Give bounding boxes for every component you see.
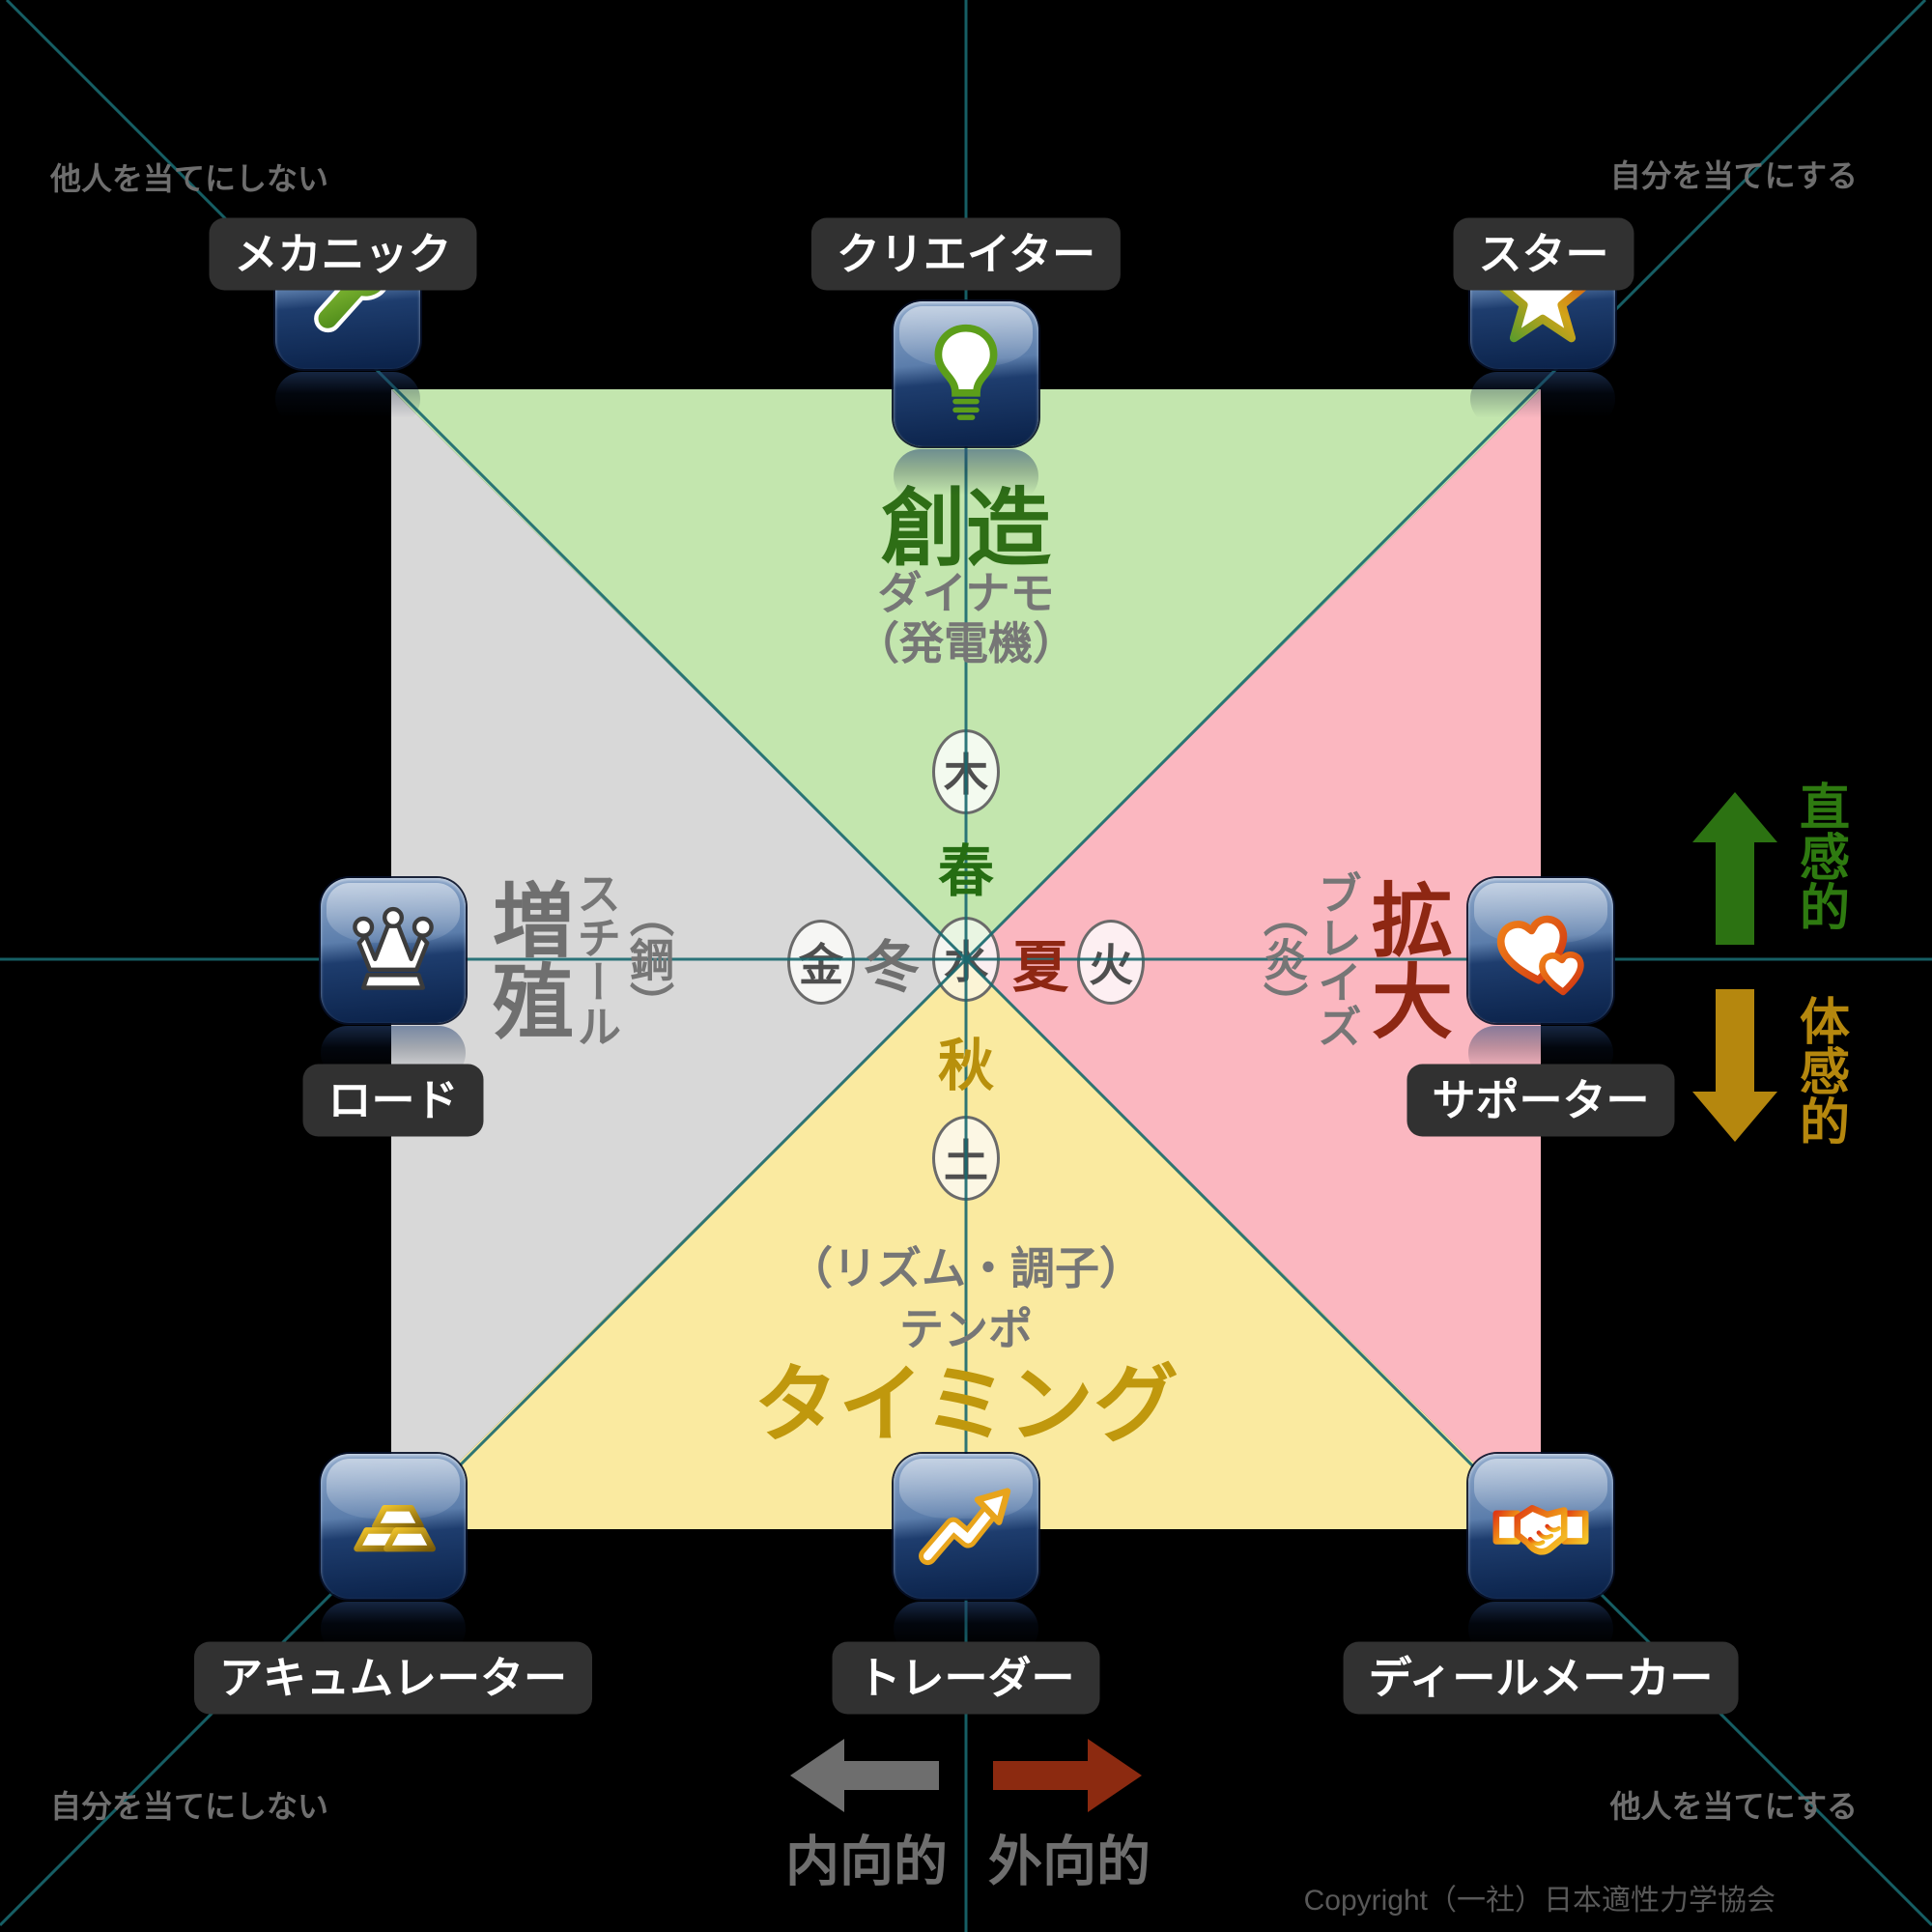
quadrant-tempo-note: （リズム・調子） (788, 1243, 1144, 1293)
mechanic-icon-reflection (275, 372, 420, 426)
gold-bars-icon (354, 1505, 436, 1552)
hearts-icon (1496, 915, 1584, 996)
left-arrow-icon (790, 1739, 939, 1812)
profile-label-supporter: サポーター (1406, 1064, 1675, 1137)
element-fire-label: 火 (1089, 940, 1133, 990)
quadrant-tempo-title: タイミング (753, 1356, 1179, 1453)
quadrant-steel-title: 増殖 (481, 878, 573, 1040)
season-winter: 冬 (863, 936, 921, 999)
right-arrow-icon (993, 1739, 1142, 1812)
quadrant-blaze-title: 拡大 (1360, 878, 1452, 1040)
profile-label-creator: クリエイター (810, 217, 1122, 291)
corner-note-top-right: 自分を当てにする (1609, 158, 1858, 193)
star-icon-reflection (1470, 372, 1615, 426)
profile-label-star: スター (1453, 217, 1634, 291)
profile-label-trader: トレーダー (832, 1641, 1100, 1715)
quadrant-steel-note: （鋼） (624, 893, 674, 1026)
quadrant-tempo-kana: テンポ (899, 1304, 1033, 1354)
season-spring: 春 (937, 840, 995, 903)
element-metal-label: 金 (799, 940, 843, 990)
lord-profile-icon (321, 878, 466, 1023)
dealmaker-profile-icon (1468, 1454, 1613, 1599)
lightbulb-icon (934, 324, 998, 420)
corner-note-top-left: 他人を当てにしない (50, 161, 329, 196)
quadrant-blaze-note: （炎） (1258, 893, 1308, 1026)
axis-introvert-label: 内向的 (785, 1831, 948, 1892)
quadrant-dynamo-note: （発電機） (855, 618, 1077, 668)
creator-profile-icon (894, 301, 1038, 446)
accumulator-profile-icon (321, 1454, 466, 1599)
profile-label-lord: ロード (302, 1064, 484, 1137)
creator-icon-reflection (894, 449, 1038, 503)
handshake-icon (1492, 1505, 1589, 1555)
axis-sensory-label: 体感的 (1791, 995, 1848, 1146)
up-arrow-icon (1692, 792, 1777, 945)
supporter-profile-icon (1468, 878, 1613, 1023)
axis-extrovert-label: 外向的 (988, 1831, 1151, 1892)
trend-arrow-icon (919, 1488, 1011, 1566)
crown-icon (353, 906, 434, 990)
profile-label-mechanic: メカニック (209, 217, 477, 291)
quadrant-steel-kana: スチール (571, 870, 621, 1048)
corner-note-bottom-left: 自分を当てにしない (50, 1789, 329, 1824)
profile-label-dealmaker: ディールメーカー (1343, 1641, 1739, 1715)
down-arrow-icon (1692, 989, 1777, 1142)
corner-note-bottom-right: 他人を当てにする (1609, 1789, 1858, 1824)
element-fire-circle: 火 (1077, 920, 1145, 1005)
quadrant-dynamo-kana: ダイナモ (877, 568, 1055, 618)
season-summer: 夏 (1011, 936, 1069, 999)
profile-label-accumulator: アキュムレーター (193, 1641, 593, 1715)
copyright-text: Copyright（一社）日本適性力学協会 (1303, 1885, 1776, 1917)
season-autumn: 秋 (937, 1035, 995, 1097)
trader-profile-icon (894, 1454, 1038, 1599)
axis-intuitive-label: 直感的 (1791, 781, 1848, 931)
quadrant-blaze-kana: ブレイズ (1312, 870, 1362, 1048)
element-metal-circle: 金 (787, 920, 855, 1005)
